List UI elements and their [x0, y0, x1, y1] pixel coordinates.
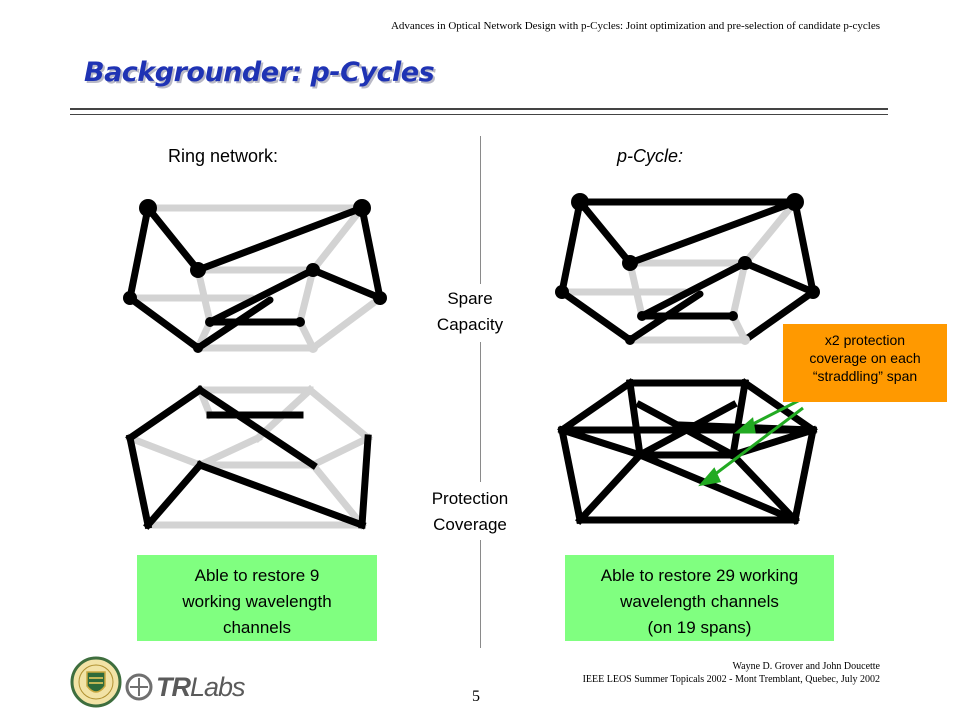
ring-result-line3: channels	[222, 618, 292, 637]
pcycle-result-box: Able to restore 29 working wavelength ch…	[565, 555, 834, 641]
ring-result-box: Able to restore 9 working wavelength cha…	[137, 555, 377, 641]
trlabs-logo-labs: Labs	[190, 672, 246, 702]
pcycle-protection-coverage-diagram	[557, 378, 818, 525]
spare-capacity-line2: Capacity	[436, 315, 504, 334]
callout-line1: x2 protection	[824, 332, 906, 348]
header-note: Advances in Optical Network Design with …	[390, 20, 880, 32]
protection-coverage-line2: Coverage	[433, 515, 507, 534]
callout-line2: coverage on each	[809, 350, 921, 366]
protection-coverage-label: Protection Coverage	[400, 486, 540, 538]
spare-capacity-line1: Spare	[447, 289, 493, 308]
ring-result-line1: Able to restore 9	[194, 566, 320, 585]
footer-credits: Wayne D. Grover and John Doucette IEEE L…	[520, 660, 880, 686]
center-divider-1	[480, 136, 481, 284]
title-rule-top	[70, 108, 888, 110]
ring-spare-capacity-diagram	[123, 199, 387, 353]
footer-event: IEEE LEOS Summer Topicals 2002 - Mont Tr…	[582, 674, 880, 685]
page-number: 5	[472, 688, 480, 705]
protection-coverage-line1: Protection	[431, 489, 509, 508]
pcycle-result-line2: wavelength channels	[620, 592, 779, 611]
straddling-span-callout: x2 protection coverage on each “straddli…	[783, 324, 947, 402]
spare-capacity-label: Spare Capacity	[400, 286, 540, 338]
trlabs-logo: TRLabs	[156, 672, 246, 703]
pcycle-result-line3: (on 19 spans)	[647, 618, 752, 637]
ring-network-label: Ring network:	[168, 146, 279, 166]
ring-result-line2: working wavelength	[182, 592, 332, 611]
slide-title: Backgrounder: p-Cycles	[84, 57, 435, 88]
university-crest-logo	[70, 656, 122, 708]
callout-line3: “straddling” span	[812, 368, 918, 384]
trlabs-mark-icon	[125, 673, 153, 701]
p-cycle-label: p-Cycle:	[617, 146, 684, 166]
pcycle-spare-capacity-diagram	[555, 193, 820, 345]
title-rule-bottom	[70, 114, 888, 115]
ring-protection-coverage-diagram	[125, 385, 373, 530]
pcycle-result-line1: Able to restore 29 working	[600, 566, 799, 585]
center-divider-3	[480, 540, 481, 648]
center-divider-2	[480, 342, 481, 482]
trlabs-logo-tr: TR	[156, 672, 191, 702]
footer-authors: Wayne D. Grover and John Doucette	[732, 661, 880, 672]
callout-arrows	[698, 398, 804, 487]
